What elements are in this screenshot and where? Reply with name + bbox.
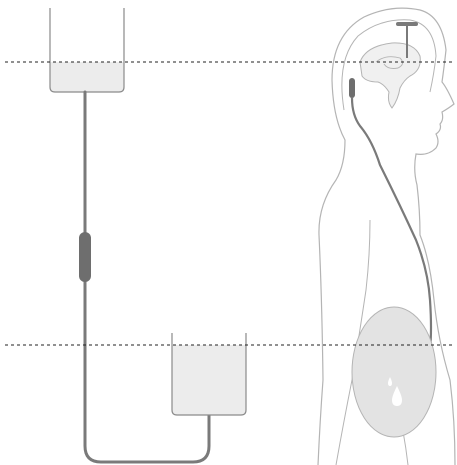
upper-reservoir-outline: [49, 8, 125, 93]
ventricle-fill: [359, 42, 421, 109]
brain-icon: [359, 42, 421, 109]
valve-icon: [79, 232, 91, 282]
upper-reservoir-fill: [50, 62, 124, 92]
body-outline: [317, 7, 456, 465]
shunt-valve-icon: [349, 78, 355, 98]
lower-reservoir-fill: [172, 345, 246, 415]
droplet-small-icon: [388, 377, 392, 386]
external-apparatus: [49, 8, 247, 464]
lower-reservoir-icon: [171, 333, 247, 416]
peritoneal-cavity: [351, 306, 437, 438]
ventricle-detail: [375, 56, 403, 69]
droplet-icon: [392, 386, 402, 406]
human-figure: [317, 7, 456, 465]
upper-reservoir-icon: [49, 8, 125, 93]
drain-tube: [83, 90, 211, 464]
lower-reservoir-outline: [171, 333, 247, 416]
head-inner-outline: [341, 19, 437, 111]
